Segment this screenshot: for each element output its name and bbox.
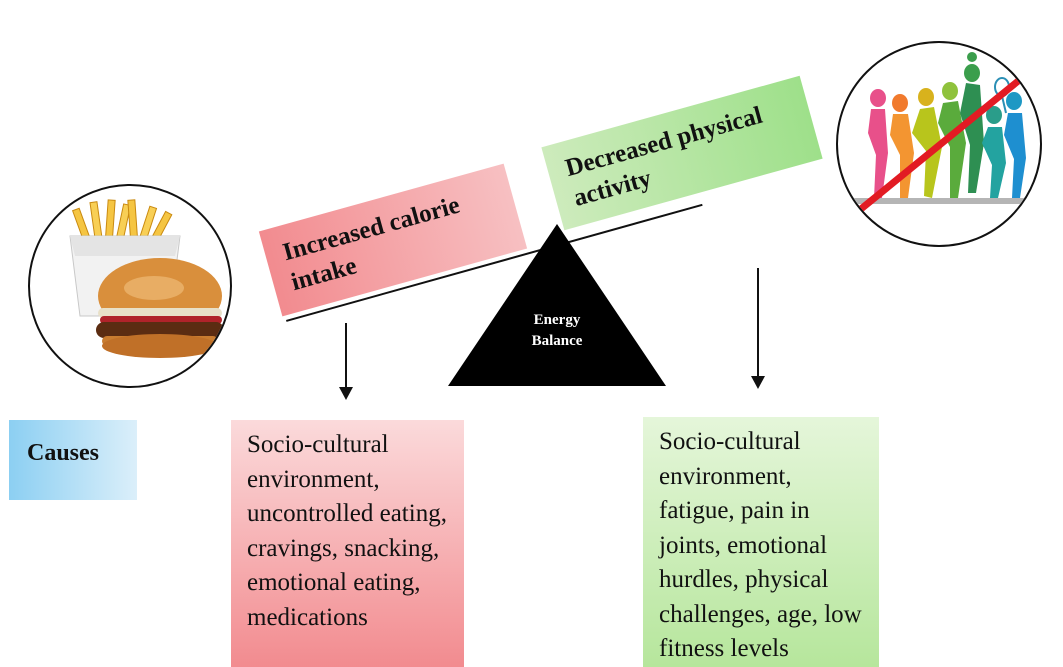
activity-causes-box: Socio-cultural environment, fatigue, pai…	[643, 417, 879, 667]
food-icon	[28, 184, 232, 388]
energy-balance-line1: Energy	[533, 312, 581, 328]
calorie-intake-text: Increased calorie intake	[279, 191, 463, 297]
activity-arrow-head	[751, 376, 765, 389]
calorie-arrow-shaft	[345, 323, 347, 389]
activity-arrow-shaft	[757, 268, 759, 378]
physical-activity-label: Decreased physical activity	[541, 75, 823, 231]
energy-balance-line2: Balance	[531, 333, 583, 349]
calorie-causes-text: Socio-cultural environment, uncontrolled…	[247, 431, 447, 631]
causes-label: Causes	[27, 440, 100, 466]
energy-balance-fulcrum	[448, 224, 666, 386]
no-sports-icon	[836, 41, 1042, 247]
calorie-arrow-head	[339, 387, 353, 400]
energy-balance-label: Energy Balance	[507, 310, 607, 352]
physical-activity-text: Decreased physical activity	[562, 101, 766, 212]
activity-causes-text: Socio-cultural environment, fatigue, pai…	[659, 428, 862, 662]
causes-label-box: Causes	[9, 420, 137, 500]
calorie-causes-box: Socio-cultural environment, uncontrolled…	[231, 420, 464, 667]
